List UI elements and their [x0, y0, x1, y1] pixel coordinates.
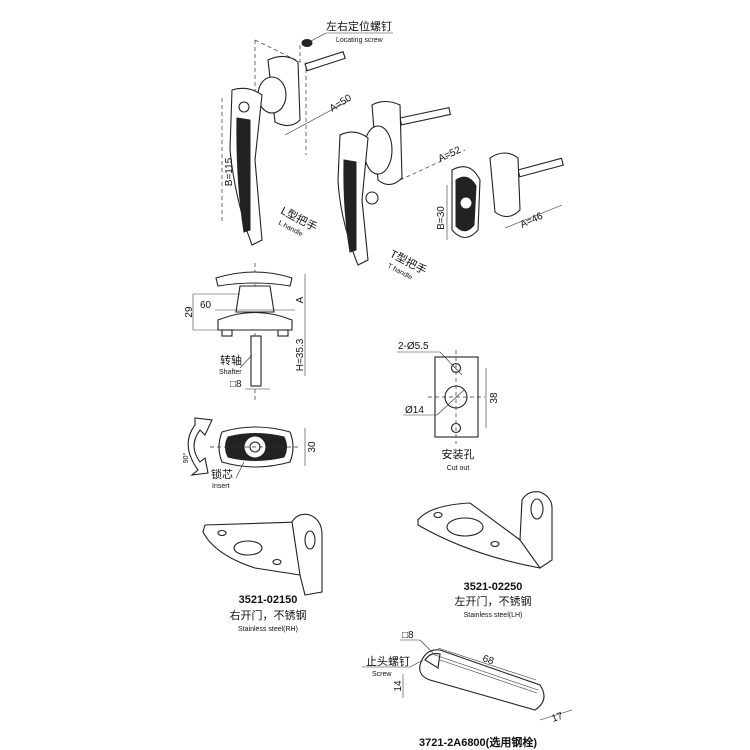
pin-17-dim: 17 [550, 711, 565, 725]
part-desc-rh-cn: 右开门，不锈钢 [230, 608, 307, 622]
front-60-dim: 60 [200, 300, 212, 311]
rotation-arrow-icon [187, 417, 213, 476]
screw-label-en: Screw [372, 671, 392, 678]
part-code-pin: 3721-2A6800(选用钢栓) [419, 735, 537, 749]
locating-screw-callout: 左右定位螺钉 Locating screw [301, 19, 393, 47]
insert-label-cn: 锁芯 [211, 467, 233, 481]
pin-68-dim: 68 [481, 653, 495, 667]
part-desc-rh-en: Stainless steel(RH) [238, 626, 298, 633]
front-view: 29 60 A H=35.3 转轴 Shafter □8 [184, 263, 306, 400]
part-desc-lh-cn: 左开门，不锈钢 [455, 594, 532, 608]
front-a-dim: A [295, 296, 306, 303]
screw-label-cn: 止头螺钉 [366, 655, 410, 668]
small-t-handle-drawing: B=30 A=46 [436, 152, 564, 240]
cutout-label-en: Cut out [447, 465, 470, 472]
cutout-view: 2-Ø5.5 Ø14 38 安装孔 Cut out [397, 341, 500, 472]
shaft-square-dim: □8 [230, 379, 242, 390]
bracket-lh: 3521-02250 左开门，不锈钢 Stainless steel(LH) [417, 491, 553, 619]
insert-label-en: Insert [212, 483, 230, 490]
insert-view: 30 90° 锁芯 Insert [182, 417, 318, 490]
shafter-label-en: Shafter [219, 369, 242, 376]
t-handle-drawing: A=52 T型把手 T handle [337, 100, 466, 282]
pin-14-dim: 14 [393, 680, 404, 692]
shafter-label-cn: 转轴 [220, 353, 242, 367]
front-h-dim: H=35.3 [295, 338, 306, 371]
rotation-dim: 90° [182, 453, 190, 464]
screw-icon [301, 39, 313, 47]
steel-pin: 68 □8 止头螺钉 Screw 14 17 3721-2A6800(选用钢栓) [362, 630, 573, 749]
l-handle-a-dim: A=50 [328, 92, 354, 114]
cutout-label-cn: 安装孔 [442, 447, 475, 461]
cutout-38-dim: 38 [489, 392, 500, 404]
part-code-lh: 3521-02250 [464, 581, 523, 593]
t-handle-a-dim: A=52 [437, 145, 463, 165]
l-handle-b-dim: B=115 [224, 157, 235, 186]
locating-screw-label-en: Locating screw [336, 37, 384, 44]
l-handle-drawing: B=115 A=50 L型把手 L handle [221, 39, 354, 246]
bracket-rh: 3521-02150 右开门，不锈钢 Stainless steel(RH) [202, 513, 323, 633]
cutout-holes-dim: 2-Ø5.5 [398, 341, 429, 352]
pin-square-dim: □8 [402, 630, 414, 641]
cutout-center-hole-dim: Ø14 [405, 405, 424, 416]
insert-30-dim: 30 [307, 441, 318, 453]
small-handle-a-dim: A=46 [519, 211, 545, 231]
locating-screw-label-cn: 左右定位螺钉 [326, 19, 392, 33]
part-desc-lh-en: Stainless steel(LH) [464, 612, 523, 619]
part-code-rh: 3521-02150 [239, 594, 298, 606]
small-handle-b-dim: B=30 [436, 206, 447, 230]
front-29-dim: 29 [184, 306, 195, 318]
